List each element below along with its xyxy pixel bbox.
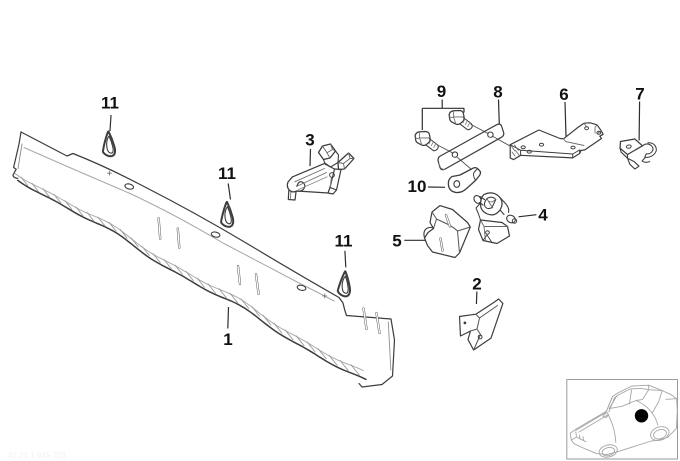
svg-text:11: 11 bbox=[218, 164, 236, 183]
svg-text:4: 4 bbox=[538, 206, 548, 225]
svg-text:41 21 1 945 703: 41 21 1 945 703 bbox=[8, 451, 66, 460]
svg-text:5: 5 bbox=[392, 232, 401, 251]
svg-text:8: 8 bbox=[493, 82, 502, 101]
svg-text:2: 2 bbox=[472, 275, 481, 294]
svg-text:1: 1 bbox=[223, 330, 232, 349]
svg-text:6: 6 bbox=[559, 85, 568, 104]
svg-text:11: 11 bbox=[335, 232, 353, 251]
svg-text:10: 10 bbox=[408, 177, 427, 196]
svg-text:11: 11 bbox=[101, 94, 119, 113]
svg-text:9: 9 bbox=[437, 82, 446, 101]
svg-text:3: 3 bbox=[305, 131, 314, 150]
svg-text:7: 7 bbox=[635, 85, 644, 104]
